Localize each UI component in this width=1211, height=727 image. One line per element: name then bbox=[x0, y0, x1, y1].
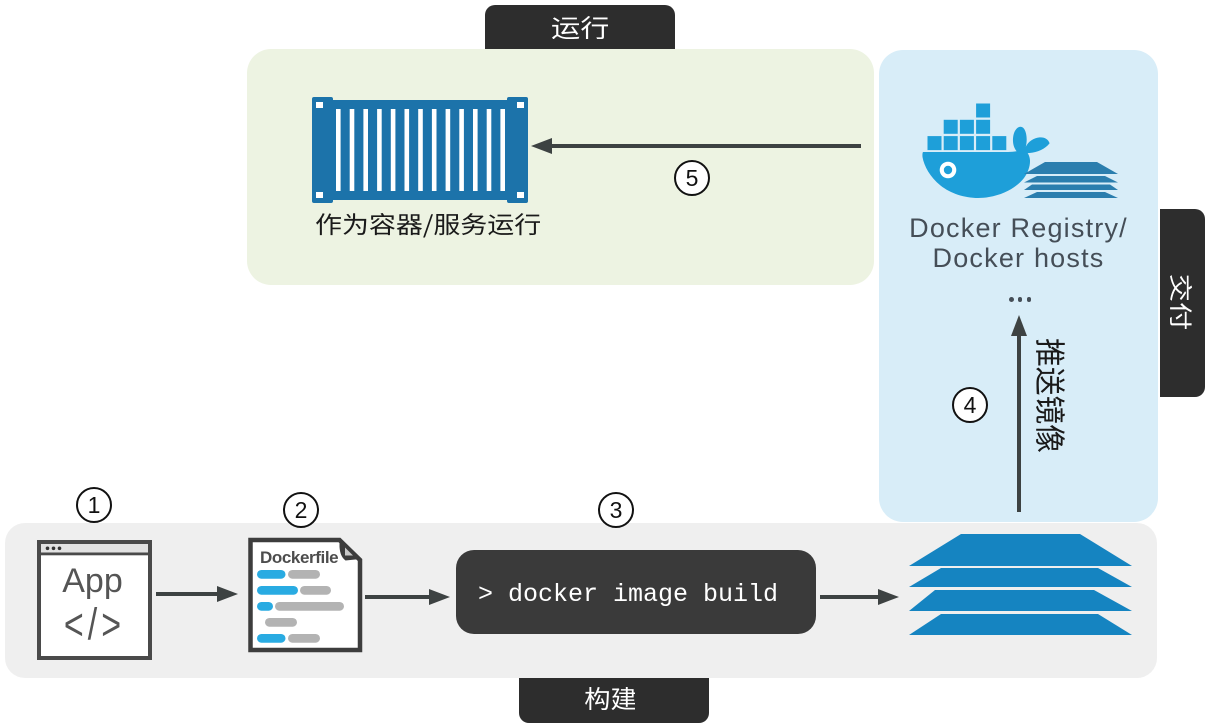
svg-text:Dockerfile: Dockerfile bbox=[260, 548, 338, 567]
